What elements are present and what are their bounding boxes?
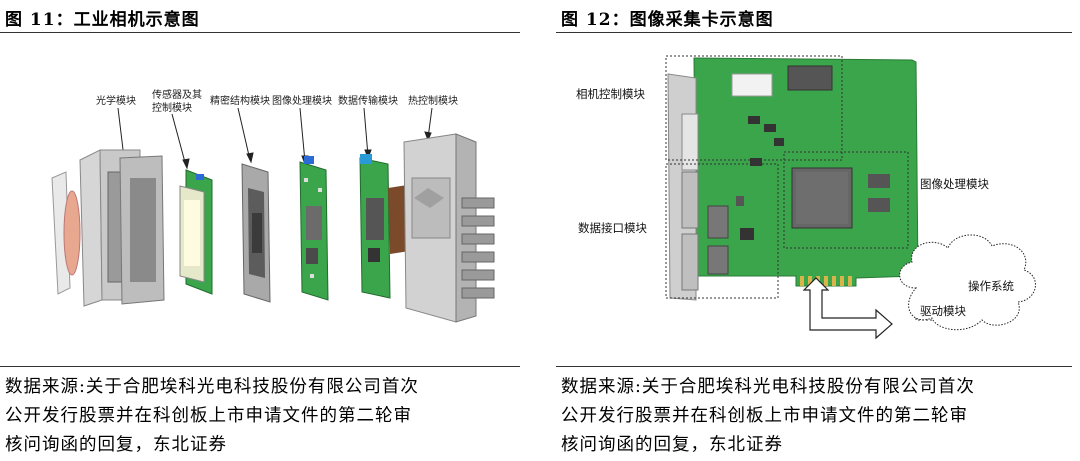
capture-card-illustration: 相机控制模块 图像处理模块 数据接口模块 操作系统 驱动模块 (576, 55, 1036, 340)
thermal-control-module (403, 133, 495, 323)
data-flow-arrow (802, 277, 893, 340)
label-image-proc: 图像处理模块 (272, 95, 332, 107)
optical-module (51, 149, 165, 307)
data-interface-box (665, 163, 779, 299)
pcb-board (667, 57, 919, 301)
figure-11-title: 图 11：工业相机示意图 (5, 10, 200, 30)
figure-12-source: 数据来源:关于合肥埃科光电科技股份有限公司首次 公开发行股票并在科创板上市申请文… (561, 373, 975, 460)
pointer-lines (117, 107, 433, 170)
source-rule (556, 366, 1072, 367)
source-line-1: 数据来源:关于合肥埃科光电科技股份有限公司首次 (561, 377, 975, 397)
label-camera-control: 相机控制模块 (576, 87, 645, 101)
industrial-camera-figure: 光学模块 传感器及其 控制模块 精密结构模块 图像处理模块 数据传输模块 热控制… (0, 38, 520, 360)
label-data-trans: 数据传输模块 (338, 94, 398, 107)
camera-control-box (665, 55, 843, 161)
source-rule (0, 366, 520, 367)
title-rule (556, 32, 1072, 33)
heatsink-fins (461, 197, 495, 299)
source-line-1: 数据来源:关于合肥埃科光电科技股份有限公司首次 (5, 377, 419, 397)
label-thermal: 热控制模块 (408, 94, 458, 107)
label-data-interface: 数据接口模块 (578, 221, 647, 235)
label-sensor-2: 控制模块 (152, 101, 192, 114)
label-image-processing: 图像处理模块 (920, 177, 989, 191)
figure-12-title: 图 12：图像采集卡示意图 (561, 10, 774, 30)
image-processing-module (299, 156, 329, 301)
image-processing-box (783, 151, 909, 249)
label-operating-system: 操作系统 (968, 279, 1014, 293)
source-line-3: 核问询函的回复，东北证券 (5, 435, 227, 455)
capture-card-figure: 相机控制模块 图像处理模块 数据接口模块 操作系统 驱动模块 (556, 38, 1072, 360)
source-line-2: 公开发行股票并在科创板上市申请文件的第二轮审 (561, 406, 968, 426)
label-sensor-1: 传感器及其 (152, 88, 202, 101)
title-rule (0, 32, 520, 33)
label-driver: 驱动模块 (920, 304, 966, 318)
source-line-2: 公开发行股票并在科创板上市申请文件的第二轮审 (5, 406, 412, 426)
label-optical: 光学模块 (96, 94, 136, 107)
sensor-module (179, 169, 213, 295)
source-line-3: 核问询函的回复，东北证券 (561, 435, 783, 455)
figure-11-source: 数据来源:关于合肥埃科光电科技股份有限公司首次 公开发行股票并在科创板上市申请文… (5, 373, 419, 460)
precision-structure-module (241, 163, 271, 303)
label-precision: 精密结构模块 (210, 94, 270, 107)
os-cloud (899, 234, 1036, 331)
exploded-camera-illustration: 光学模块 传感器及其 控制模块 精密结构模块 图像处理模块 数据传输模块 热控制… (51, 88, 495, 323)
